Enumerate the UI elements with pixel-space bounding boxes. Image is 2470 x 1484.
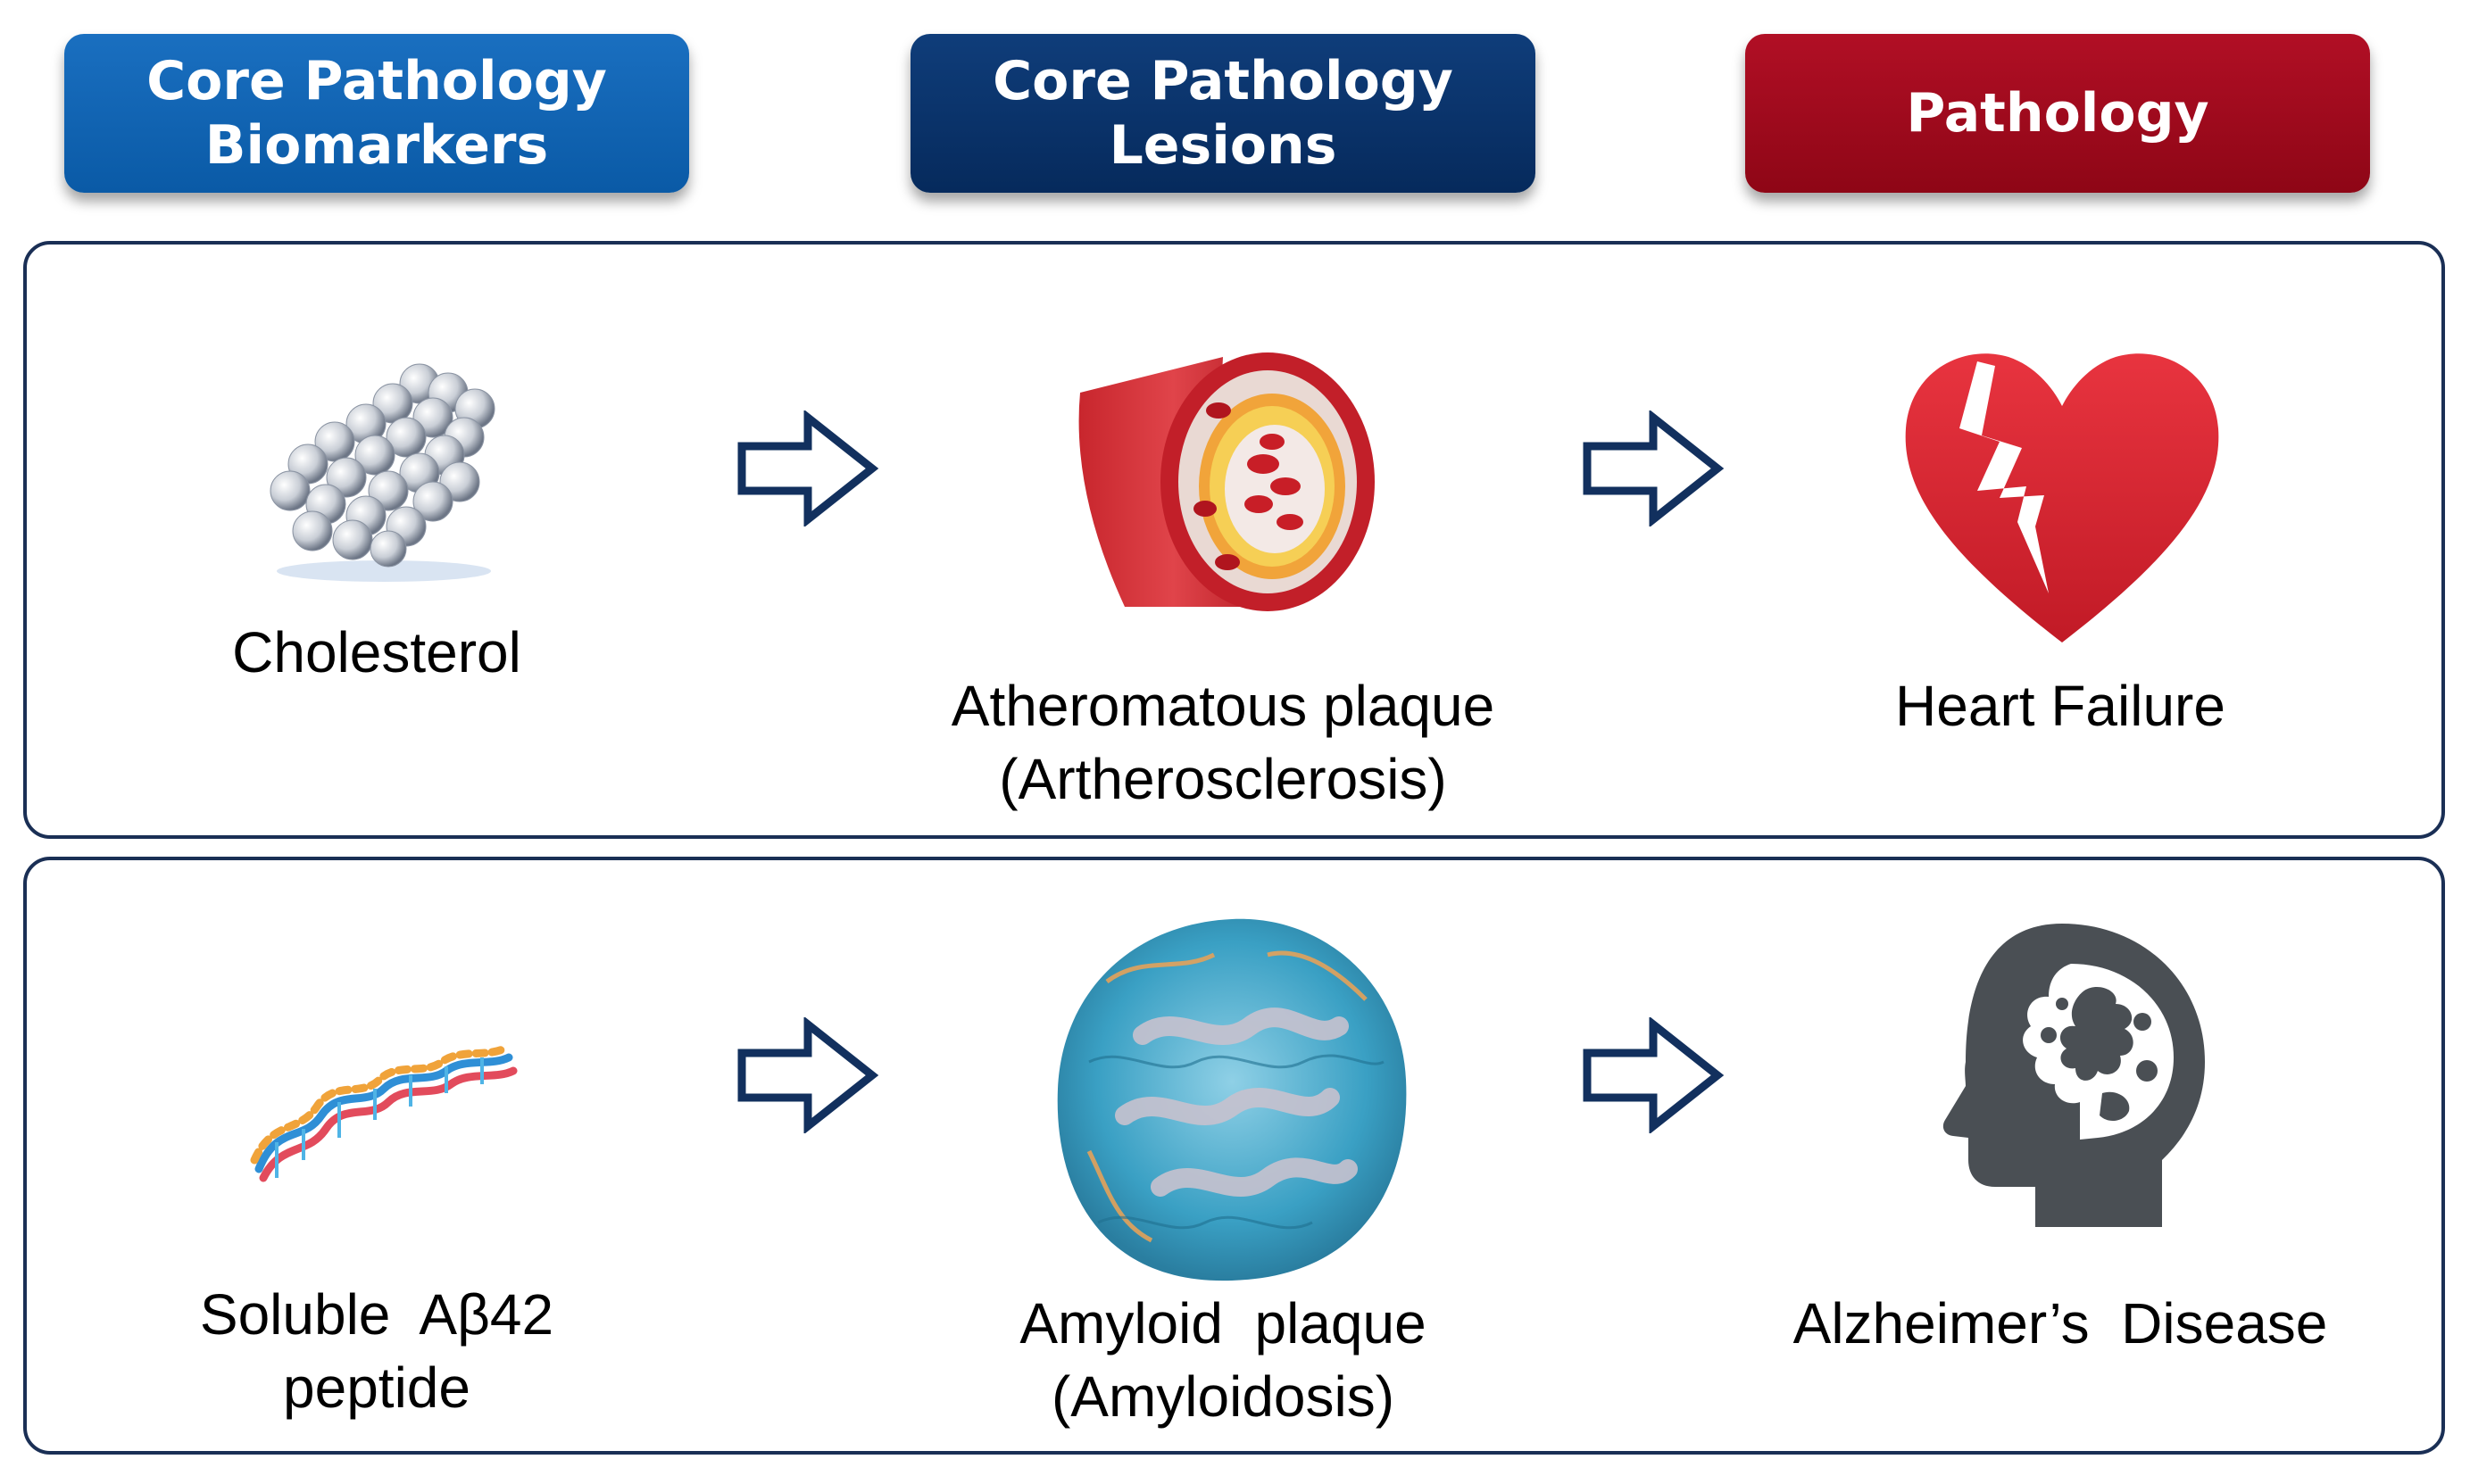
label-line: (Amyloidosis) — [1051, 1364, 1395, 1429]
label-line: Cholesterol — [232, 620, 521, 684]
pathology-label: Heart Failure — [1703, 669, 2417, 742]
arrow-right-icon — [1583, 410, 1725, 526]
pathology-label: Alzheimer’s Disease — [1703, 1287, 2417, 1360]
label-line: Atheromatous plaque — [951, 674, 1495, 738]
biomarker-label: Soluble Aβ42 peptide — [20, 1278, 734, 1424]
amyloid-aggregate-icon — [1057, 918, 1407, 1281]
header-pathology: Pathology — [1745, 34, 2370, 193]
label-line: Amyloid plaque — [1019, 1291, 1426, 1355]
label-line: Heart Failure — [1895, 674, 2225, 738]
row-panel-alzheimers — [23, 857, 2445, 1455]
label-line: Alzheimer’s Disease — [1792, 1291, 2328, 1355]
row-panel-cardiovascular — [23, 241, 2445, 839]
header-line: Core Pathology — [146, 50, 607, 112]
molecule-icon — [270, 363, 495, 582]
lesion-label: Amyloid plaque (Amyloidosis) — [866, 1287, 1580, 1433]
broken-heart-icon — [1905, 353, 2219, 643]
arrow-right-icon — [737, 410, 879, 526]
label-line: (Artherosclerosis) — [999, 747, 1447, 811]
label-line: peptide — [283, 1355, 470, 1420]
header-core-pathology-lesions: Core Pathology Lesions — [911, 34, 1535, 193]
header-core-pathology-biomarkers: Core Pathology Biomarkers — [64, 34, 689, 193]
header-line: Biomarkers — [204, 114, 549, 177]
lesion-label: Atheromatous plaque (Artherosclerosis) — [866, 669, 1580, 816]
arrow-right-icon — [1583, 1017, 1725, 1133]
header-line: Lesions — [1109, 114, 1337, 177]
label-line: Soluble Aβ42 — [199, 1282, 554, 1347]
biomarker-label: Cholesterol — [20, 616, 734, 689]
peptide-helix-icon — [250, 1044, 518, 1182]
arrow-right-icon — [737, 1017, 879, 1133]
header-line: Core Pathology — [993, 50, 1453, 112]
header-line: Pathology — [1906, 82, 2209, 145]
artery-icon — [1078, 352, 1375, 611]
brain-head-icon — [1942, 924, 2205, 1227]
